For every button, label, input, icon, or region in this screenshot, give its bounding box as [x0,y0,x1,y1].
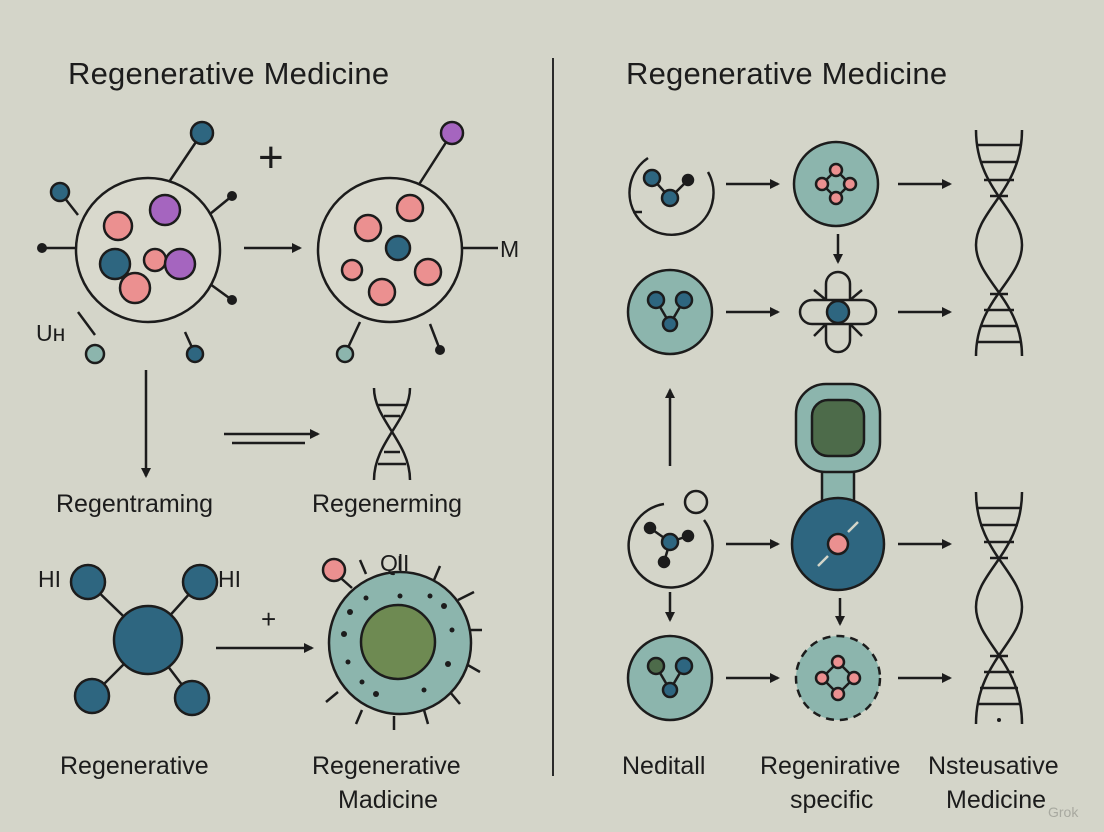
dna-icon-bottom [974,491,1024,725]
label-specific-line1: Regenirative [760,752,901,780]
label-hi-right: HI [218,566,241,592]
label-hi-left: HI [38,566,61,592]
dna-icon-small [372,387,412,481]
label-regen-med-line2: Madicine [338,786,439,814]
cell-granules [341,593,455,697]
flower-receptor [798,270,878,354]
label-m: M [500,236,520,262]
dna-icon-top [974,129,1024,357]
label-regenerative: Regenerative [60,752,209,780]
label-regentraming: Regentraming [56,490,214,518]
row3-open-circle [627,489,714,589]
row4-cell [626,634,714,722]
label-uh: Uн [36,320,66,346]
left-cell-cluster [37,120,237,365]
row1-cell [792,140,880,228]
panel-divider [552,58,554,776]
row4-dashed-cell [794,634,882,722]
arrow-double [224,429,320,445]
hub-network [69,563,219,717]
tube-cell [790,382,886,592]
label-regenerming: Regenerming [312,490,463,518]
watermark: Grok [1048,804,1079,820]
right-title: Regenerative Medicine [626,56,948,91]
label-qll: QlI [380,550,410,576]
label-nsteusative-line2: Medicine [946,786,1047,814]
row2-cell [626,268,714,356]
label-nsteusative-line1: Nsteusative [928,752,1059,780]
label-regen-med-line1: Regenerative [312,752,461,780]
row1-open-circle [628,156,715,237]
plus-top: + [258,133,284,182]
dna-dot [997,718,1001,722]
plus-bottom: + [261,604,276,634]
label-neditall: Neditall [622,752,706,780]
spiky-cell [321,556,482,730]
left-title: Regenerative Medicine [68,56,390,91]
right-cell-cluster [316,120,498,364]
label-specific-line2: specific [790,786,874,814]
